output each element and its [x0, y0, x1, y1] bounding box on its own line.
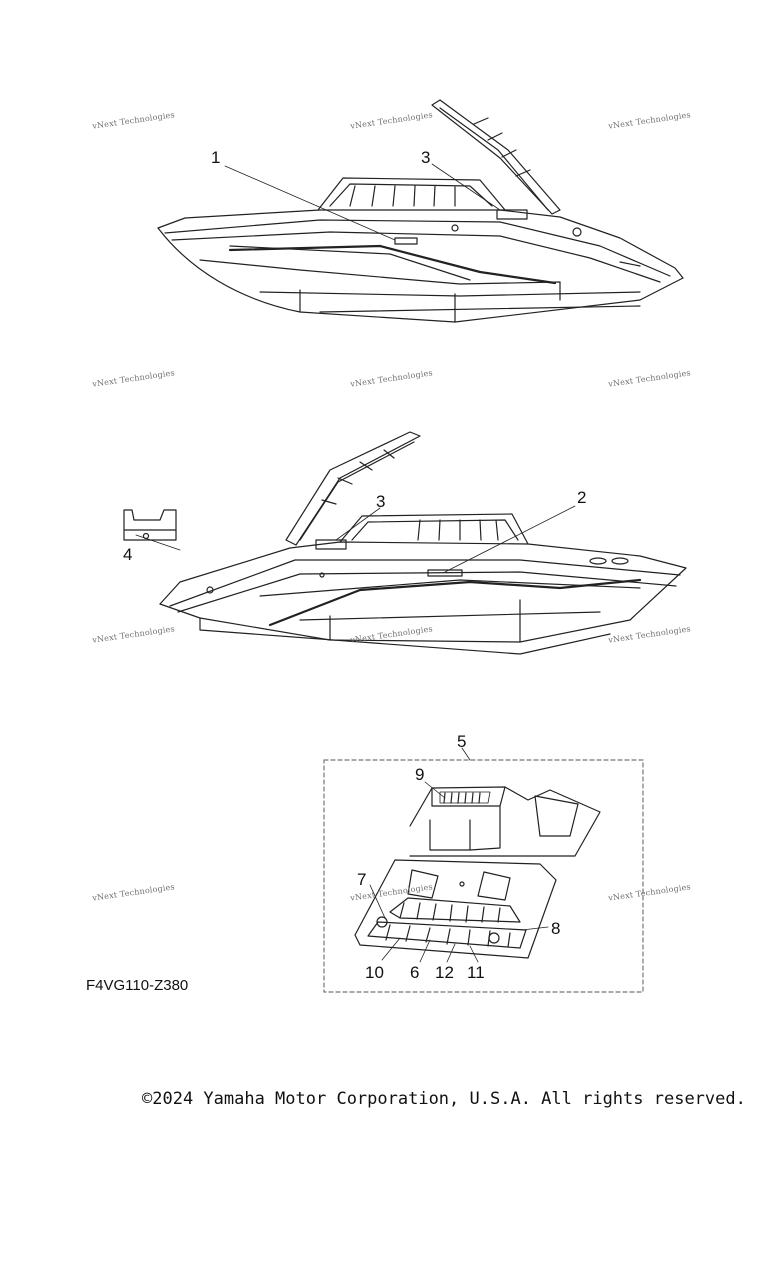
- copyright-notice: ©2024 Yamaha Motor Corporation, U.S.A. A…: [142, 1089, 746, 1109]
- callout-2: 2: [577, 488, 586, 507]
- boat-side-view-2: [159, 431, 687, 655]
- callout-7: 7: [357, 870, 366, 889]
- callout-1: 1: [211, 148, 220, 167]
- callout-10: 10: [365, 963, 384, 982]
- mat-kit-detail: [323, 759, 644, 993]
- leader-lines: [135, 163, 576, 963]
- boat-side-view-1: [157, 99, 684, 323]
- callout-9: 9: [415, 765, 424, 784]
- callout-4: 4: [123, 545, 132, 564]
- callout-3-top: 3: [421, 148, 430, 167]
- swim-platform-inset: [123, 509, 177, 541]
- callout-3-lower: 3: [376, 492, 385, 511]
- callout-5: 5: [457, 732, 466, 751]
- callout-8: 8: [551, 919, 560, 938]
- figure-code: F4VG110-Z380: [86, 977, 189, 994]
- callout-11: 11: [467, 963, 485, 982]
- callout-6: 6: [410, 963, 419, 982]
- callout-12: 12: [435, 963, 454, 982]
